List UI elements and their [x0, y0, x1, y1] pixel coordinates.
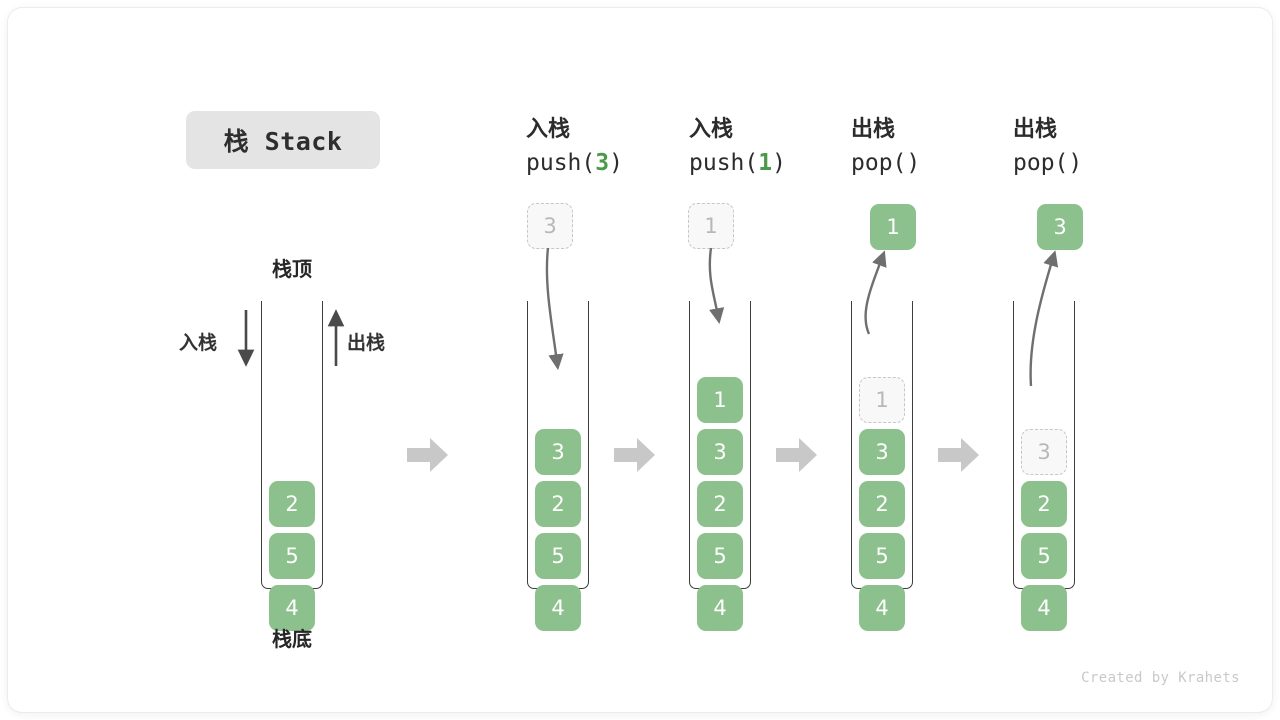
stage-header-code: push(3)	[526, 146, 726, 180]
stack-cell: 4	[269, 585, 315, 631]
stack-cells-push-1: 1 3 2 5 4	[689, 301, 751, 631]
label-push-side: 入栈	[179, 332, 218, 354]
stack-cell: 1	[697, 377, 743, 423]
diagram-card: 栈 Stack 栈顶 入栈 出栈 2 5 4 栈底 入栈	[8, 8, 1272, 712]
code-prefix: push(	[526, 150, 596, 176]
stack-cell-removed: 1	[859, 377, 905, 423]
stack-cell: 5	[859, 533, 905, 579]
stack-cell: 2	[269, 481, 315, 527]
stage-header-op-cn: 入栈	[526, 117, 571, 142]
pop-direction-arrow-icon	[327, 309, 345, 366]
stack-cell: 5	[697, 533, 743, 579]
stack-cell: 5	[269, 533, 315, 579]
label-stack-top: 栈顶	[272, 257, 312, 281]
diagram-title-text: 栈 Stack	[223, 127, 343, 156]
pop-result-cell: 1	[870, 204, 916, 250]
stage-header-push-3: 入栈 push(3)	[526, 114, 726, 180]
stage-header-code: pop()	[1013, 146, 1213, 180]
code-suffix: )	[1068, 150, 1083, 176]
code-arg: 3	[595, 150, 610, 176]
pop-motion-arrow-icon	[1029, 250, 1059, 387]
stack-cell: 5	[535, 533, 581, 579]
credit-text: Created by Krahets	[1081, 670, 1240, 686]
stage-header-pop-2: 出栈 pop()	[1013, 114, 1213, 180]
code-suffix: )	[906, 150, 921, 176]
code-arg: 1	[758, 150, 773, 176]
stack-cell: 2	[535, 481, 581, 527]
push-source-cell: 3	[527, 203, 573, 249]
stack-cell: 4	[535, 585, 581, 631]
code-suffix: )	[772, 150, 786, 176]
diagram-title-badge: 栈 Stack	[186, 111, 380, 169]
push-direction-arrow-icon	[237, 310, 255, 367]
pop-result-cell: 3	[1037, 204, 1083, 250]
stage-header-op-cn: 出栈	[1013, 117, 1058, 142]
stack-cell: 3	[697, 429, 743, 475]
push-motion-arrow-icon	[545, 247, 564, 371]
stack-cell: 2	[859, 481, 905, 527]
stage-header-op-cn: 出栈	[851, 117, 896, 142]
stack-cells-push-3: 3 2 5 4	[527, 301, 589, 631]
stage-separator-arrow-icon	[776, 438, 817, 472]
stack-cells-initial: 2 5 4	[261, 301, 323, 631]
code-prefix: pop(	[851, 150, 907, 176]
label-stack-bottom: 栈底	[272, 627, 312, 651]
pop-motion-arrow-icon	[864, 250, 887, 335]
push-motion-arrow-icon	[708, 247, 725, 325]
stage-header-pop-1: 出栈 pop()	[851, 114, 1051, 180]
stack-cells-pop-2: 3 2 5 4	[1013, 301, 1075, 631]
stage-header-push-1: 入栈 push(1)	[689, 114, 889, 180]
code-prefix: pop(	[1013, 150, 1069, 176]
stage-header-op-cn: 入栈	[689, 117, 734, 142]
push-source-cell: 1	[688, 203, 734, 249]
code-prefix: push(	[689, 150, 759, 176]
stack-cells-pop-1: 1 3 2 5 4	[851, 301, 913, 631]
stack-cell: 4	[1021, 585, 1067, 631]
stage-header-code: push(1)	[689, 146, 889, 180]
stack-cell: 3	[535, 429, 581, 475]
stack-cell: 4	[859, 585, 905, 631]
stack-cell: 3	[859, 429, 905, 475]
stage-separator-arrow-icon	[407, 438, 448, 472]
stack-cell: 2	[1021, 481, 1067, 527]
stage-separator-arrow-icon	[614, 438, 655, 472]
stack-cell: 4	[697, 585, 743, 631]
code-suffix: )	[609, 150, 623, 176]
stage-separator-arrow-icon	[938, 438, 979, 472]
label-pop-side: 出栈	[347, 332, 386, 354]
stage-header-code: pop()	[851, 146, 1051, 180]
stack-cell: 2	[697, 481, 743, 527]
stack-cell-removed: 3	[1021, 429, 1067, 475]
stack-cell: 5	[1021, 533, 1067, 579]
